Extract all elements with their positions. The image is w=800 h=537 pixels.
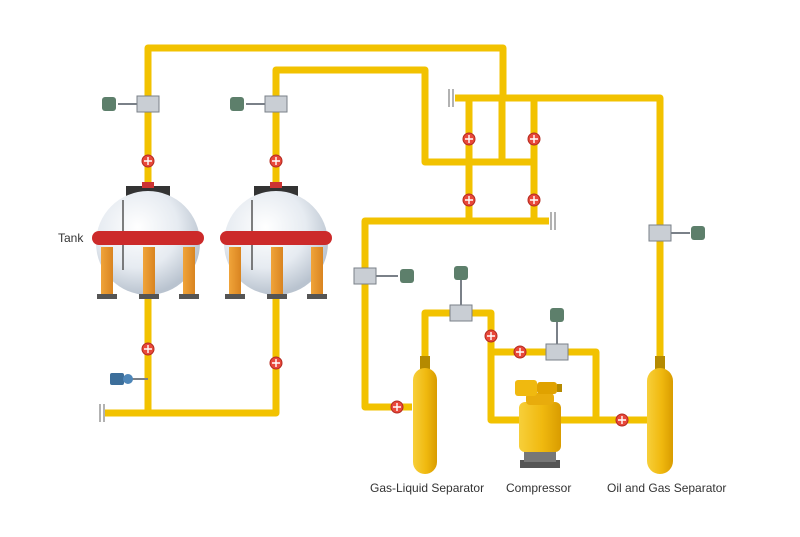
tank-2 [220,182,332,299]
flow-meter-icon [648,224,705,242]
oil-gas-separator-vessel [647,356,673,474]
compressor-label: Compressor [506,481,572,495]
flow-meter-icon [545,308,569,361]
tank-label: Tank [58,231,84,245]
gas-liquid-separator-label: Gas-Liquid Separator [370,481,485,495]
valve-group [141,132,629,427]
pipe-compressor-loop [487,352,660,424]
pipe-tank1-bottom [105,296,152,417]
flow-meter-group [102,95,705,361]
compressor-unit [515,380,562,468]
gas-liquid-separator-vessel [413,356,437,474]
pipe-cap-icon [99,89,556,422]
pipe-tank1-top [144,44,507,185]
flow-meter-icon [449,266,473,322]
pipe-upper-header [455,94,664,370]
flow-meter-icon [102,95,160,113]
pressure-transmitter-icon [110,373,148,385]
tank-1 [92,182,204,299]
pipe-tank2-top [272,66,506,185]
flow-meter-icon [353,267,414,285]
pipe-tank2-bottom [148,296,280,417]
flow-meter-icon [230,95,288,113]
pipe-gls-top [421,309,600,418]
oil-gas-separator-label: Oil and Gas Separator [607,481,727,495]
pipe-lower-header [361,217,549,411]
